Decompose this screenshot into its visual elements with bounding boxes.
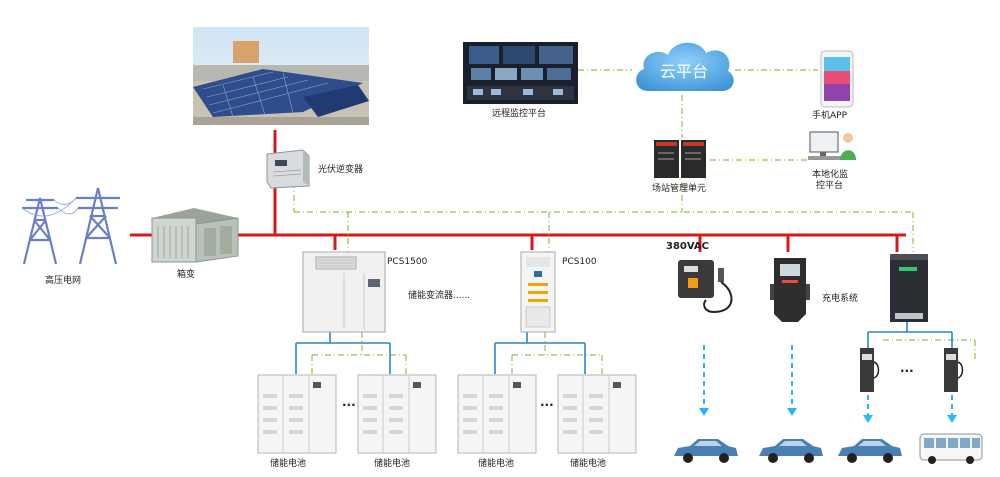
battery-label: 储能电池 [374, 459, 411, 469]
battery-cabinet-icon [357, 374, 437, 454]
mobile-app-label: 手机APP [812, 111, 848, 121]
ellipsis-dots: ··· [540, 398, 554, 412]
bus-icon [918, 430, 984, 466]
cloud-label: 云平台 [660, 62, 709, 81]
wall-charger-icon [676, 254, 742, 316]
car-icon [834, 436, 904, 464]
charge-post-icon [942, 346, 964, 394]
management-unit-icon [653, 138, 708, 180]
pv-inverter-label: 光伏逆变器 [318, 165, 364, 175]
local-monitor-label-2: 控平台 [816, 181, 844, 191]
battery-label: 储能电池 [270, 459, 307, 469]
box-transformer-icon [146, 206, 242, 264]
dc-charger-icon [768, 254, 812, 324]
charging-system-label: 充电系统 [822, 294, 859, 304]
control-room-icon [463, 42, 578, 104]
pcs100-label: PCS100 [562, 257, 597, 267]
pv-inverter-icon [263, 148, 313, 190]
battery-cabinet-icon [257, 374, 337, 454]
charger-cabinet-icon [889, 253, 929, 323]
pcs1500-label: PCS1500 [387, 257, 428, 267]
battery-label: 储能电池 [478, 459, 515, 469]
remote-monitor-label: 远程监控平台 [492, 109, 547, 119]
storage-converter-cabinet-icon [302, 251, 386, 333]
operator-workstation-icon [808, 126, 858, 168]
transformer-label: 箱变 [177, 270, 196, 280]
car-icon [670, 436, 740, 464]
car-icon [755, 436, 825, 464]
voltage-label: 380VAC [666, 241, 710, 252]
charge-post-icon [858, 346, 880, 394]
pcs-converter-label: 储能变流器...... [408, 291, 471, 301]
battery-cabinet-icon [457, 374, 537, 454]
ellipsis-dots: ··· [342, 398, 356, 412]
transmission-tower-icon [18, 180, 126, 266]
smartphone-icon [820, 50, 854, 108]
local-monitor-label-1: 本地化监 [812, 170, 849, 180]
grid-label: 高压电网 [45, 276, 82, 286]
storage-converter-cabinet-icon [520, 251, 556, 333]
station-unit-label: 场站管理单元 [652, 184, 707, 194]
solar-panel-photo [193, 27, 369, 125]
cloud-icon [630, 35, 738, 97]
battery-label: 储能电池 [570, 459, 607, 469]
battery-cabinet-icon [557, 374, 637, 454]
ellipsis-dots: ··· [900, 364, 914, 378]
